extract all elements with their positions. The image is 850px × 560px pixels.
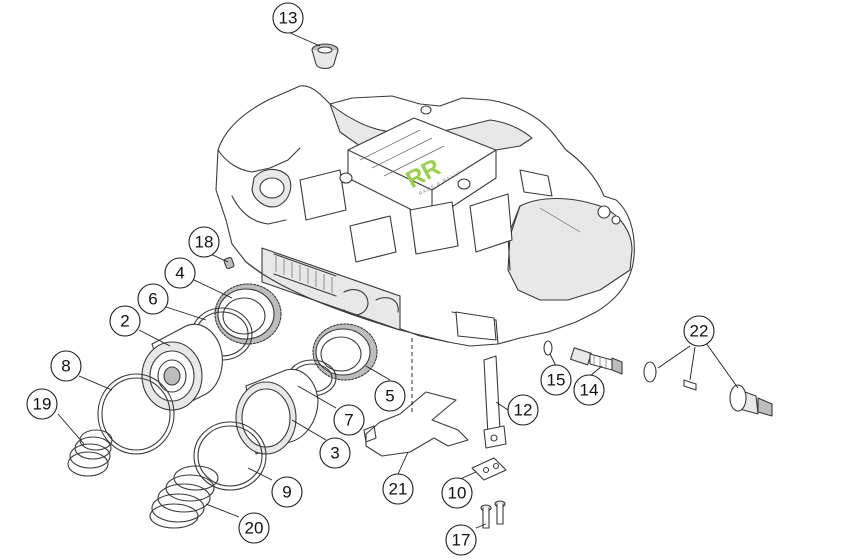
callout-21: 21 — [382, 473, 414, 505]
part-3-piston — [235, 368, 319, 455]
part-9-ring — [193, 421, 267, 491]
part-4-dust-seal — [214, 283, 282, 345]
callout-13-text: 13 — [279, 9, 298, 28]
part-17-bolts — [480, 500, 506, 529]
part-22-banjo — [643, 361, 773, 417]
part-10-plate — [471, 457, 507, 481]
callout-7-text: 7 — [344, 411, 353, 430]
part-5-dust-seal — [312, 323, 378, 381]
part-8-ring — [97, 373, 175, 455]
callout-21-text: 21 — [389, 480, 408, 499]
part-12-bracket — [483, 355, 507, 449]
callout-14-text: 14 — [580, 381, 599, 400]
part-19-spring — [67, 429, 113, 477]
callout-9-text: 9 — [282, 483, 291, 502]
leader-lines — [57, 31, 739, 529]
callout-8: 8 — [50, 350, 82, 382]
callout-9: 9 — [271, 476, 303, 508]
callout-4-text: 4 — [175, 264, 184, 283]
callout-22: 22 — [683, 315, 715, 347]
callout-3-text: 3 — [330, 444, 339, 463]
callout-19-text: 19 — [33, 395, 52, 414]
callout-4: 4 — [164, 257, 196, 289]
callout-15-text: 15 — [547, 371, 566, 390]
callout-8-text: 8 — [61, 357, 70, 376]
callout-14: 14 — [573, 374, 605, 406]
part-20-spring — [149, 465, 219, 529]
callout-5-text: 5 — [385, 387, 394, 406]
callout-13: 13 — [272, 2, 304, 34]
callout-6: 6 — [137, 283, 169, 315]
callout-20: 20 — [238, 512, 270, 544]
callout-17: 17 — [445, 524, 477, 556]
callout-7: 7 — [333, 404, 365, 436]
vent-slots — [273, 253, 337, 297]
callout-19: 19 — [26, 388, 58, 420]
callout-5: 5 — [374, 380, 406, 412]
callout-2-text: 2 — [120, 312, 129, 331]
caliper-body — [215, 85, 635, 347]
part-18-set-screw — [223, 256, 235, 270]
callout-6-text: 6 — [148, 290, 157, 309]
callout-18-text: 18 — [195, 233, 214, 252]
callout-15: 15 — [540, 364, 572, 396]
callout-3: 3 — [319, 437, 351, 469]
callout-20-text: 20 — [245, 519, 264, 538]
callout-12: 12 — [507, 394, 539, 426]
part-15-washer — [543, 340, 553, 356]
part-21-spring-plate — [363, 391, 469, 457]
callout-22-text: 22 — [690, 322, 709, 341]
callout-17-text: 17 — [452, 531, 471, 550]
part-13-bleed-cap — [311, 43, 339, 70]
callout-10-text: 10 — [448, 484, 467, 503]
part-14-fitting — [569, 347, 623, 375]
callout-2: 2 — [109, 305, 141, 337]
callout-10: 10 — [441, 477, 473, 509]
callout-12-text: 12 — [514, 401, 533, 420]
callout-18: 18 — [188, 226, 220, 258]
part-2-piston — [141, 323, 223, 411]
